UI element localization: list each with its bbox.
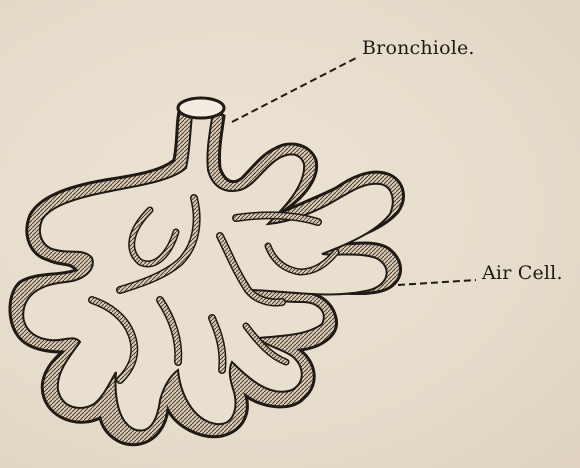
bronchiole-opening <box>178 98 224 118</box>
air-cell-leader-line <box>398 280 476 285</box>
bronchiole-leader-line <box>232 58 356 122</box>
air-cell-label: Air Cell. <box>482 262 563 284</box>
bronchiole-tube <box>178 98 224 118</box>
alveolar-sac <box>10 106 404 444</box>
bronchiole-label: Bronchiole. <box>362 37 475 59</box>
